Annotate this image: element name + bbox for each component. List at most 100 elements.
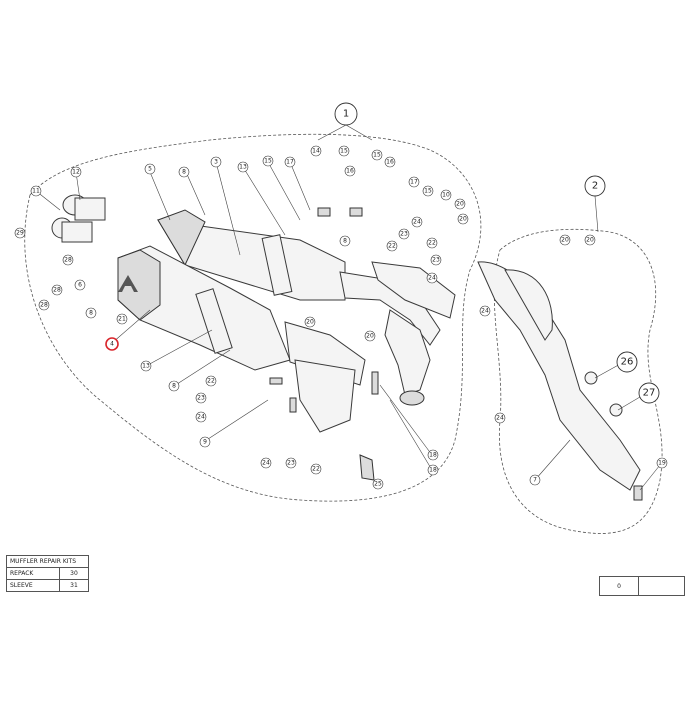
part-callout-23-d: 23 xyxy=(285,457,297,469)
part-callout-15-c: 15 xyxy=(371,149,383,161)
lower-muffler xyxy=(117,245,366,433)
svg-text:21: 21 xyxy=(118,316,126,323)
part-callout-11: 11 xyxy=(30,185,42,197)
svg-text:20: 20 xyxy=(586,237,594,244)
part-callout-8-d: 8 xyxy=(168,380,180,392)
part-callout-20-e: 20 xyxy=(559,234,571,246)
part-callout-6: 6 xyxy=(74,279,86,291)
part-callout-28-c: 28 xyxy=(51,284,63,296)
part-callout-22-b: 22 xyxy=(426,237,438,249)
upper-muffler xyxy=(157,209,441,346)
end-caps xyxy=(51,194,106,243)
part-callout-20-c: 20 xyxy=(304,316,316,328)
svg-text:20: 20 xyxy=(561,237,569,244)
svg-text:23: 23 xyxy=(432,257,440,264)
svg-text:5: 5 xyxy=(148,166,152,173)
svg-text:28: 28 xyxy=(40,302,48,309)
assembly-callout-1: 1 xyxy=(334,102,358,126)
svg-text:9: 9 xyxy=(203,439,207,446)
svg-text:20: 20 xyxy=(366,333,374,340)
svg-text:25: 25 xyxy=(374,481,382,488)
svg-text:11: 11 xyxy=(32,188,40,195)
part-callout-8-a: 8 xyxy=(178,166,190,178)
svg-text:12: 12 xyxy=(72,169,80,176)
part-callout-21: 21 xyxy=(116,313,128,325)
svg-text:7: 7 xyxy=(533,477,537,484)
part-callout-7: 7 xyxy=(529,474,541,486)
svg-text:16: 16 xyxy=(346,168,354,175)
svg-text:8: 8 xyxy=(343,238,347,245)
part-callout-20-f: 20 xyxy=(584,234,596,246)
kit-row-value: 30 xyxy=(59,567,89,580)
part-callout-20-b: 20 xyxy=(457,213,469,225)
title-block-blank-cell xyxy=(639,577,684,595)
part-callout-15-a: 15 xyxy=(262,155,274,167)
svg-text:28: 28 xyxy=(64,257,72,264)
svg-text:28: 28 xyxy=(53,287,61,294)
svg-text:10: 10 xyxy=(442,192,450,199)
svg-text:22: 22 xyxy=(388,243,396,250)
part-callout-23-b: 23 xyxy=(430,254,442,266)
part-callout-15-d: 15 xyxy=(422,185,434,197)
muffler-repair-kits-table: MUFFLER REPAIR KITS REPACK 30 SLEEVE 31 xyxy=(6,555,89,592)
kit-row-value: 31 xyxy=(59,579,89,592)
svg-text:15: 15 xyxy=(373,152,381,159)
svg-text:6: 6 xyxy=(78,282,82,289)
svg-text:18: 18 xyxy=(429,467,437,474)
svg-text:26: 26 xyxy=(621,357,634,368)
svg-text:14: 14 xyxy=(312,148,320,155)
svg-text:17: 17 xyxy=(410,179,418,186)
hardware xyxy=(269,207,643,501)
part-callout-24-e: 24 xyxy=(479,305,491,317)
part-callout-29: 29 xyxy=(14,227,26,239)
heat-shield xyxy=(371,261,456,319)
svg-text:3: 3 xyxy=(214,159,218,166)
svg-text:19: 19 xyxy=(658,460,666,467)
part-callout-19: 19 xyxy=(656,457,668,469)
part-callout-20-d: 20 xyxy=(364,330,376,342)
part-callout-8-b: 8 xyxy=(339,235,351,247)
part-callout-9: 9 xyxy=(199,436,211,448)
svg-text:22: 22 xyxy=(312,466,320,473)
part-callout-15-b: 15 xyxy=(338,145,350,157)
svg-text:24: 24 xyxy=(197,414,205,421)
part-callout-24-c: 24 xyxy=(195,411,207,423)
kit-table-row: REPACK 30 xyxy=(6,567,89,580)
assembly-1-boundary xyxy=(24,133,482,502)
svg-text:22: 22 xyxy=(428,240,436,247)
part-callout-23-c: 23 xyxy=(195,392,207,404)
part-callout-27: 27 xyxy=(638,382,660,404)
part-callout-23-a: 23 xyxy=(398,228,410,240)
part-callout-22-c: 22 xyxy=(205,375,217,387)
svg-text:24: 24 xyxy=(262,460,270,467)
part-callout-24-b: 24 xyxy=(426,272,438,284)
part-callout-5: 5 xyxy=(144,163,156,175)
svg-text:24: 24 xyxy=(428,275,436,282)
part-callout-24-f: 24 xyxy=(494,412,506,424)
svg-text:18: 18 xyxy=(429,452,437,459)
part-callout-10: 10 xyxy=(440,189,452,201)
part-callout-16-b: 16 xyxy=(384,156,396,168)
part-callout-20-a: 20 xyxy=(454,198,466,210)
part-callout-14-a: 14 xyxy=(310,145,322,157)
svg-text:1: 1 xyxy=(343,109,349,120)
leader-lines xyxy=(35,161,661,491)
svg-text:15: 15 xyxy=(340,148,348,155)
part-callout-17-a: 17 xyxy=(284,156,296,168)
svg-text:24: 24 xyxy=(496,415,504,422)
svg-text:16: 16 xyxy=(386,159,394,166)
part-callout-8-c: 8 xyxy=(85,307,97,319)
svg-text:22: 22 xyxy=(207,378,215,385)
link-pipe xyxy=(384,309,431,406)
part-callout-12: 12 xyxy=(70,166,82,178)
kit-row-label: SLEEVE xyxy=(6,579,60,592)
part-callout-28-b: 28 xyxy=(62,254,74,266)
link-pipe-2 xyxy=(477,261,641,491)
part-callout-22-d: 22 xyxy=(310,463,322,475)
part-callout-17-b: 17 xyxy=(408,176,420,188)
kit-table-row: SLEEVE 31 xyxy=(6,579,89,592)
assembly-callout-2: 2 xyxy=(584,175,606,197)
svg-text:17: 17 xyxy=(286,159,294,166)
